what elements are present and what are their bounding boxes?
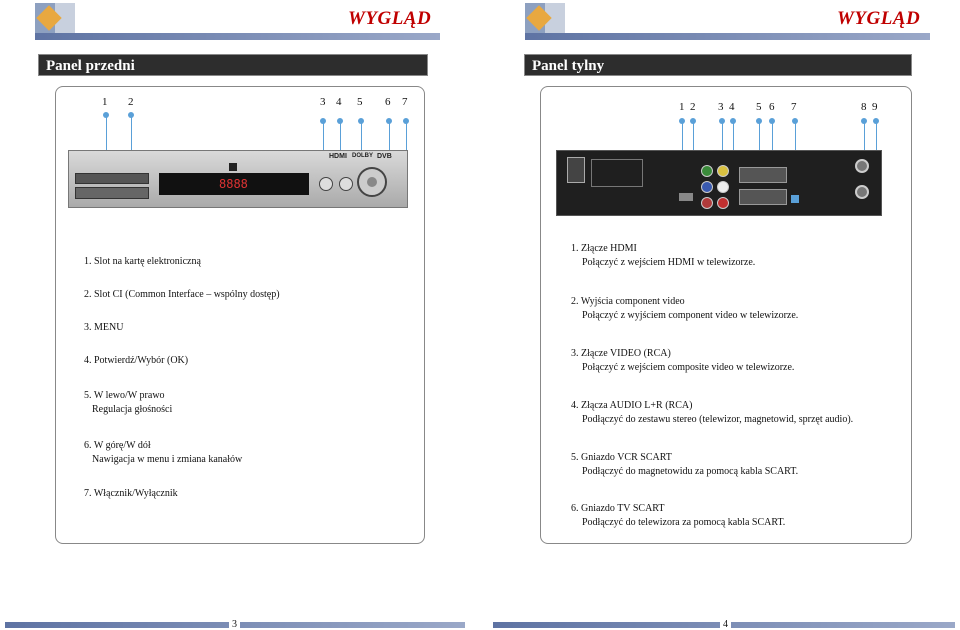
- rear-panel-image: [556, 150, 882, 216]
- callout-number: 7: [791, 101, 797, 113]
- tv-scart-icon: [739, 189, 787, 205]
- callout-number: 2: [128, 96, 134, 108]
- power-button-icon: [367, 177, 377, 187]
- callout-number: 5: [357, 96, 363, 108]
- page-title: WYGLĄD: [837, 8, 921, 29]
- callout-number: 7: [402, 96, 408, 108]
- label-plate: [591, 159, 643, 187]
- list-item: 3. MENU: [84, 322, 124, 333]
- loop-out-icon: [855, 185, 869, 199]
- header-bar: [525, 33, 930, 40]
- callout-number: 1: [102, 96, 108, 108]
- hdmi-port-icon: [679, 193, 693, 201]
- rca-green-icon: [701, 165, 713, 177]
- list-item: 4. Potwierdź/Wybór (OK): [84, 355, 189, 366]
- section-title: Panel tylny: [524, 54, 912, 76]
- rca-video-icon: [717, 165, 729, 177]
- page-title: WYGLĄD: [348, 8, 432, 29]
- list-item: 3. Złącze VIDEO (RCA)Połączyć z wejściem…: [571, 348, 795, 373]
- menu-button-icon: [319, 177, 333, 191]
- callout-number: 1: [679, 101, 685, 113]
- rca-audio-right-icon: [717, 197, 729, 209]
- vcr-scart-icon: [739, 167, 787, 183]
- logo: [525, 3, 585, 39]
- page-number: 4: [720, 619, 731, 630]
- callout-number: 8: [861, 101, 867, 113]
- rca-audio-left-icon: [717, 181, 729, 193]
- callout-number: 6: [769, 101, 775, 113]
- logo: [35, 3, 95, 39]
- optical-port-icon: [791, 195, 799, 203]
- callout-number: 9: [872, 101, 878, 113]
- callout-number: 3: [718, 101, 724, 113]
- callout-number: 3: [320, 96, 326, 108]
- callout-number: 6: [385, 96, 391, 108]
- rca-red-icon: [701, 197, 713, 209]
- callout-number: 5: [756, 101, 762, 113]
- front-display: 8888: [159, 173, 309, 195]
- list-item: 1. Slot na kartę elektroniczną: [84, 256, 201, 267]
- ok-button-icon: [339, 177, 353, 191]
- callout-number: 2: [690, 101, 696, 113]
- callout-number: 4: [336, 96, 342, 108]
- list-item: 4. Złącza AUDIO L+R (RCA)Podłączyć do ze…: [571, 400, 854, 425]
- dvb-logo: DVB: [377, 153, 392, 160]
- list-item: 7. Włącznik/Wyłącznik: [84, 488, 178, 499]
- list-item: 2. Slot CI (Common Interface – wspólny d…: [84, 289, 280, 300]
- header-bar: [35, 33, 440, 40]
- cable-in-icon: [855, 159, 869, 173]
- navigation-ring-icon: [357, 167, 387, 197]
- page-number: 3: [229, 619, 240, 630]
- section-title: Panel przedni: [38, 54, 428, 76]
- front-panel-image: 8888 HDMI DOLBY DVB: [68, 150, 408, 208]
- power-switch-icon: [567, 157, 585, 183]
- hdmi-logo: HDMI: [329, 153, 347, 160]
- content-frame: [540, 86, 912, 544]
- rca-blue-icon: [701, 181, 713, 193]
- content-frame: [55, 86, 425, 544]
- callout-number: 4: [729, 101, 735, 113]
- dolby-logo: DOLBY: [352, 153, 373, 159]
